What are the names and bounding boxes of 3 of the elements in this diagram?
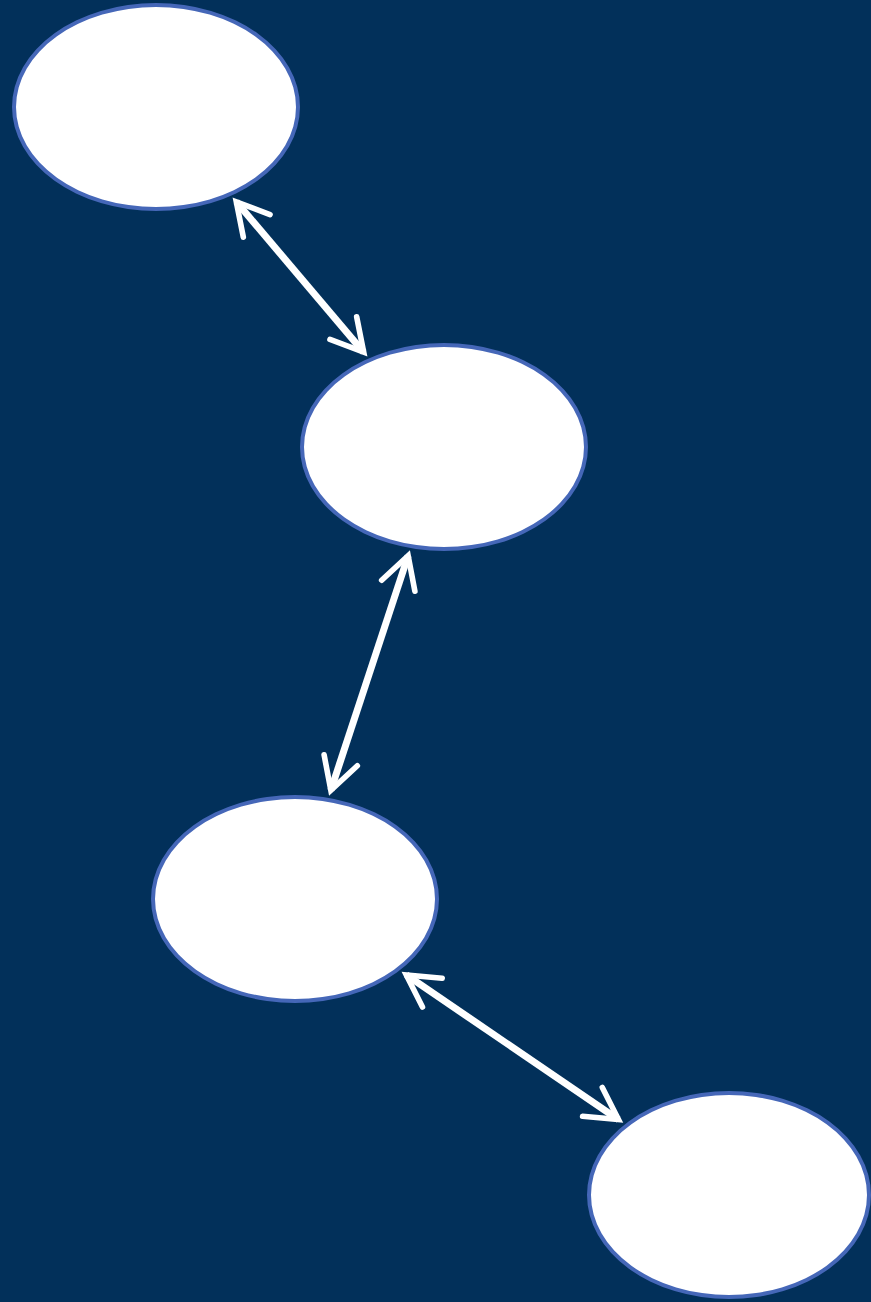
double-arrow <box>233 199 367 355</box>
double-arrow <box>403 972 622 1123</box>
double-arrow <box>321 552 418 794</box>
